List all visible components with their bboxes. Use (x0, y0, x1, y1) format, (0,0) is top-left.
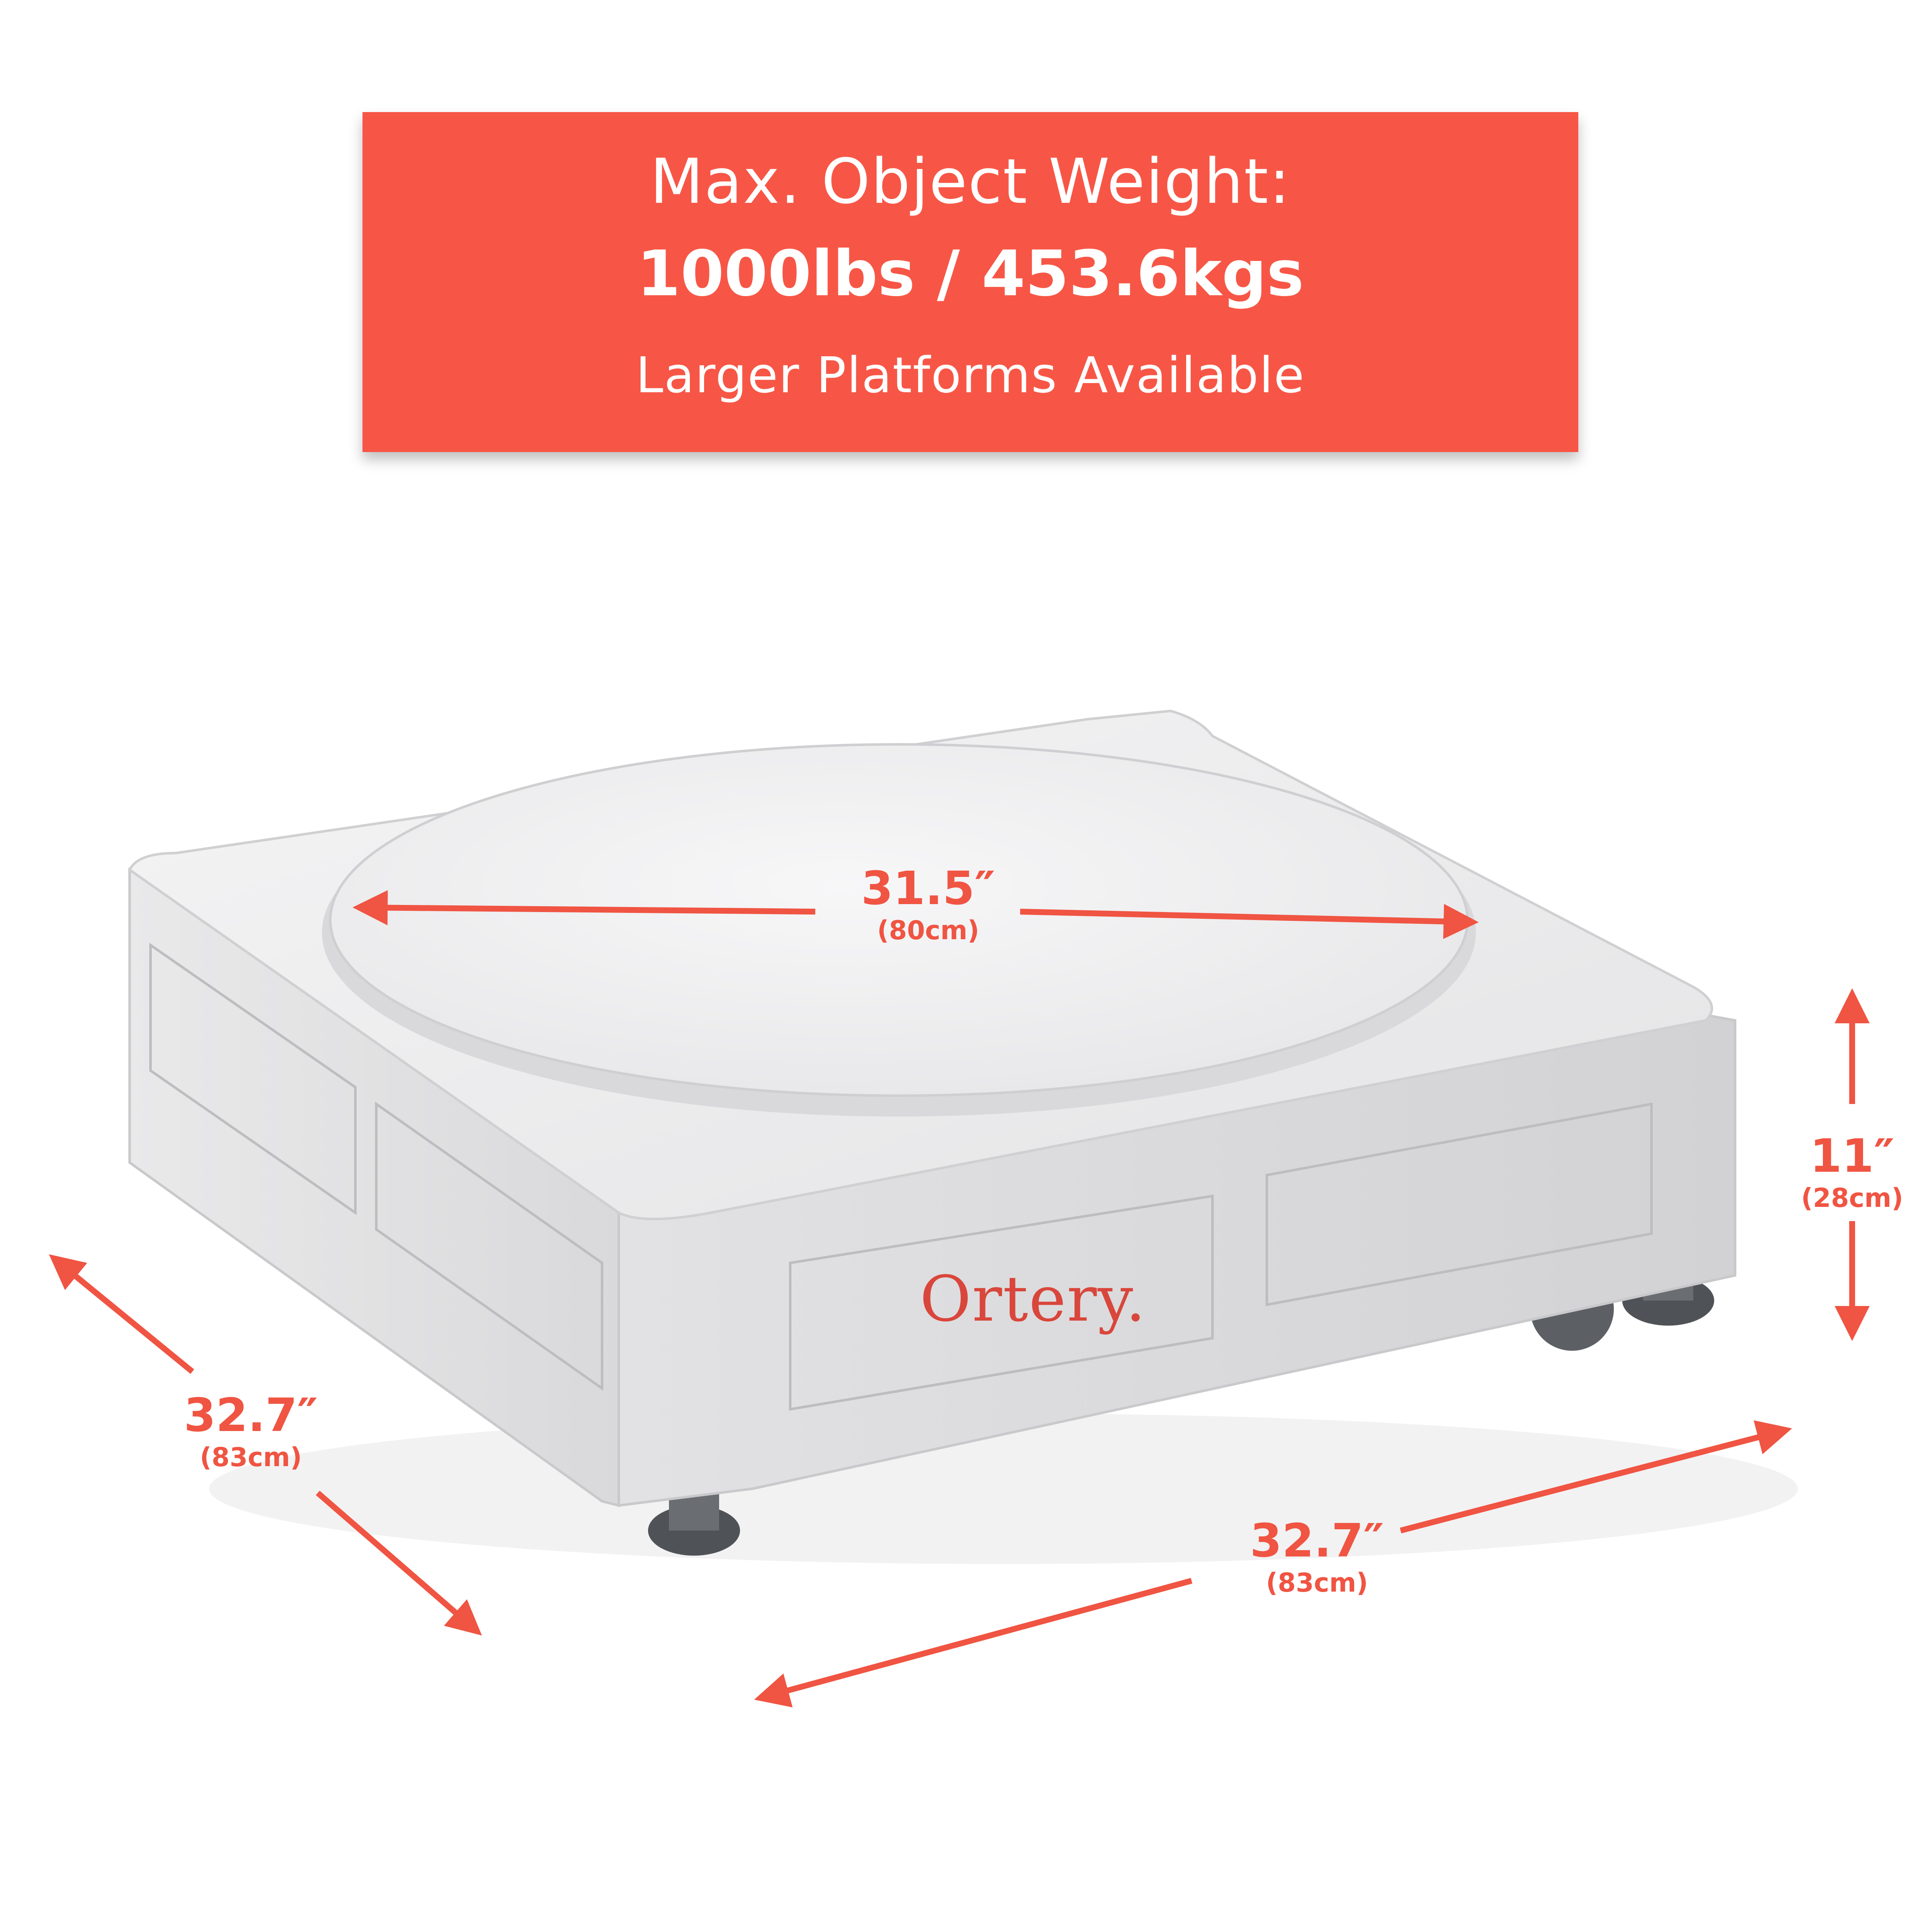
ortery-logo: Ortery. (920, 1263, 1146, 1336)
banner-note: Larger Platforms Available (635, 346, 1305, 404)
depth-label: 32.7″ (83cm) (184, 1388, 318, 1472)
dimension-arrows (48, 890, 1870, 1707)
width-label: 32.7″ (83cm) (1250, 1514, 1384, 1598)
banner-weight: 1000lbs / 453.6kgs (637, 238, 1304, 310)
height-label: 11″ (28cm) (1801, 1129, 1904, 1213)
platter-diameter-label: 31.5″ (80cm) (861, 861, 995, 946)
weight-banner: Max. Object Weight: 1000lbs / 453.6kgs L… (362, 112, 1578, 452)
banner-heading: Max. Object Weight: (650, 146, 1291, 217)
